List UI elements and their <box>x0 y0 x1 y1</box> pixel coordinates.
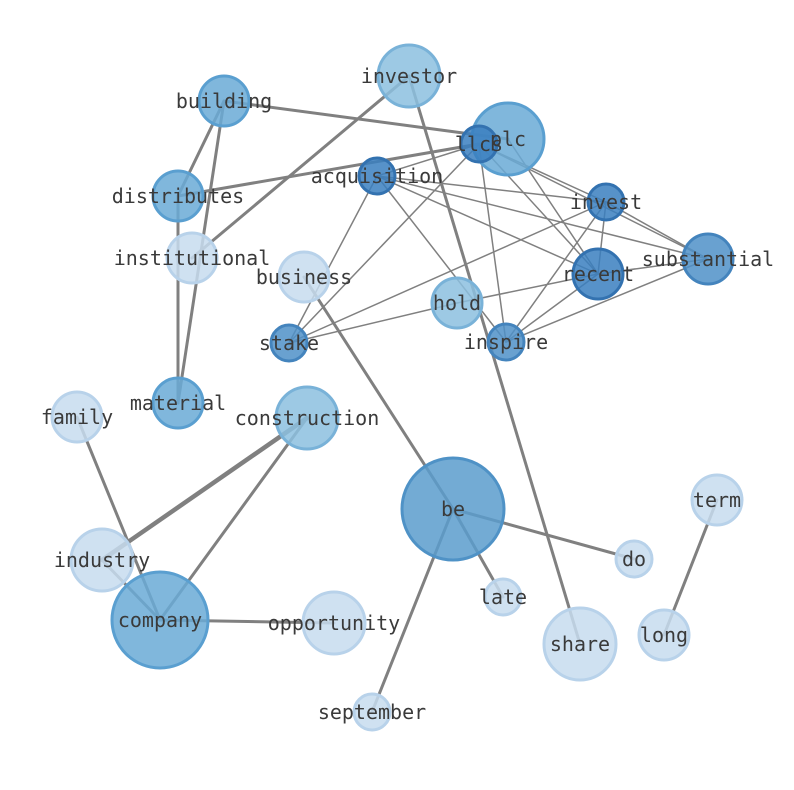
node-label-invest: invest <box>570 190 642 214</box>
node-stake <box>269 323 309 363</box>
node-building <box>197 74 251 128</box>
node-label-construction: construction <box>235 406 380 430</box>
node-label-be: be <box>441 497 465 521</box>
node-label-opportunity: opportunity <box>268 611 400 635</box>
node-label-plc: plc <box>490 127 526 151</box>
node-label-company: company <box>118 608 202 632</box>
edge-substantial-inspire <box>505 258 709 343</box>
node-inspire <box>486 322 526 362</box>
node-hold <box>430 276 484 330</box>
node-acquisition <box>357 156 397 196</box>
node-label-family: family <box>41 405 113 429</box>
node-be <box>400 456 506 562</box>
edge-investor-share <box>407 74 582 646</box>
node-late <box>483 577 523 617</box>
node-substantial <box>681 232 735 286</box>
edge-investor-institutional <box>190 74 411 260</box>
node-recent <box>571 247 625 301</box>
node-label-long: long <box>640 623 688 647</box>
node-label-hold: hold <box>433 291 481 315</box>
edge-acquisition-stake <box>288 175 378 344</box>
node-institutional <box>165 231 219 285</box>
node-invest <box>586 182 626 222</box>
node-label-institutional: institutional <box>114 246 271 270</box>
edge-llcs-inspire <box>478 143 507 343</box>
node-september <box>352 692 392 732</box>
node-family <box>50 390 104 444</box>
edge-construction-industry <box>99 415 310 563</box>
node-distributes <box>151 169 205 223</box>
node-label-investor: investor <box>361 64 457 88</box>
node-label-share: share <box>550 632 610 656</box>
node-label-september: september <box>318 700 426 724</box>
node-construction <box>274 385 340 451</box>
node-label-llcs: llcs <box>455 132 503 156</box>
node-industry <box>69 527 135 593</box>
node-label-late: late <box>479 585 527 609</box>
node-label-material: material <box>130 391 226 415</box>
edge-hold-stake <box>288 302 458 344</box>
edge-distributes-llcs <box>176 142 481 198</box>
node-llcs <box>459 124 499 164</box>
edge-acquisition-invest <box>376 175 607 203</box>
node-label-business: business <box>256 265 352 289</box>
node-label-industry: industry <box>54 548 150 572</box>
graph-nodes <box>50 43 744 732</box>
node-label-inspire: inspire <box>464 330 548 354</box>
node-label-distributes: distributes <box>112 184 244 208</box>
edge-invest-stake <box>288 201 607 344</box>
node-label-do: do <box>622 547 646 571</box>
node-label-substantial: substantial <box>642 247 774 271</box>
edge-acquisition-recent <box>376 175 599 275</box>
node-investor <box>376 43 442 109</box>
node-label-stake: stake <box>259 331 319 355</box>
node-company <box>110 570 210 670</box>
node-long <box>637 608 691 662</box>
node-do <box>614 539 654 579</box>
edge-acquisition-substantial <box>376 175 709 260</box>
node-label-building: building <box>176 89 272 113</box>
node-opportunity <box>301 590 367 656</box>
edge-building-plc <box>222 99 510 141</box>
edge-acquisition-inspire <box>376 175 507 343</box>
node-material <box>151 376 205 430</box>
edge-invest-inspire <box>505 201 607 343</box>
node-term <box>690 473 744 527</box>
node-label-recent: recent <box>562 262 634 286</box>
node-business <box>277 250 331 304</box>
node-share <box>542 606 618 682</box>
node-label-acquisition: acquisition <box>311 164 443 188</box>
edge-llcs-stake <box>288 143 480 344</box>
node-label-term: term <box>693 488 741 512</box>
